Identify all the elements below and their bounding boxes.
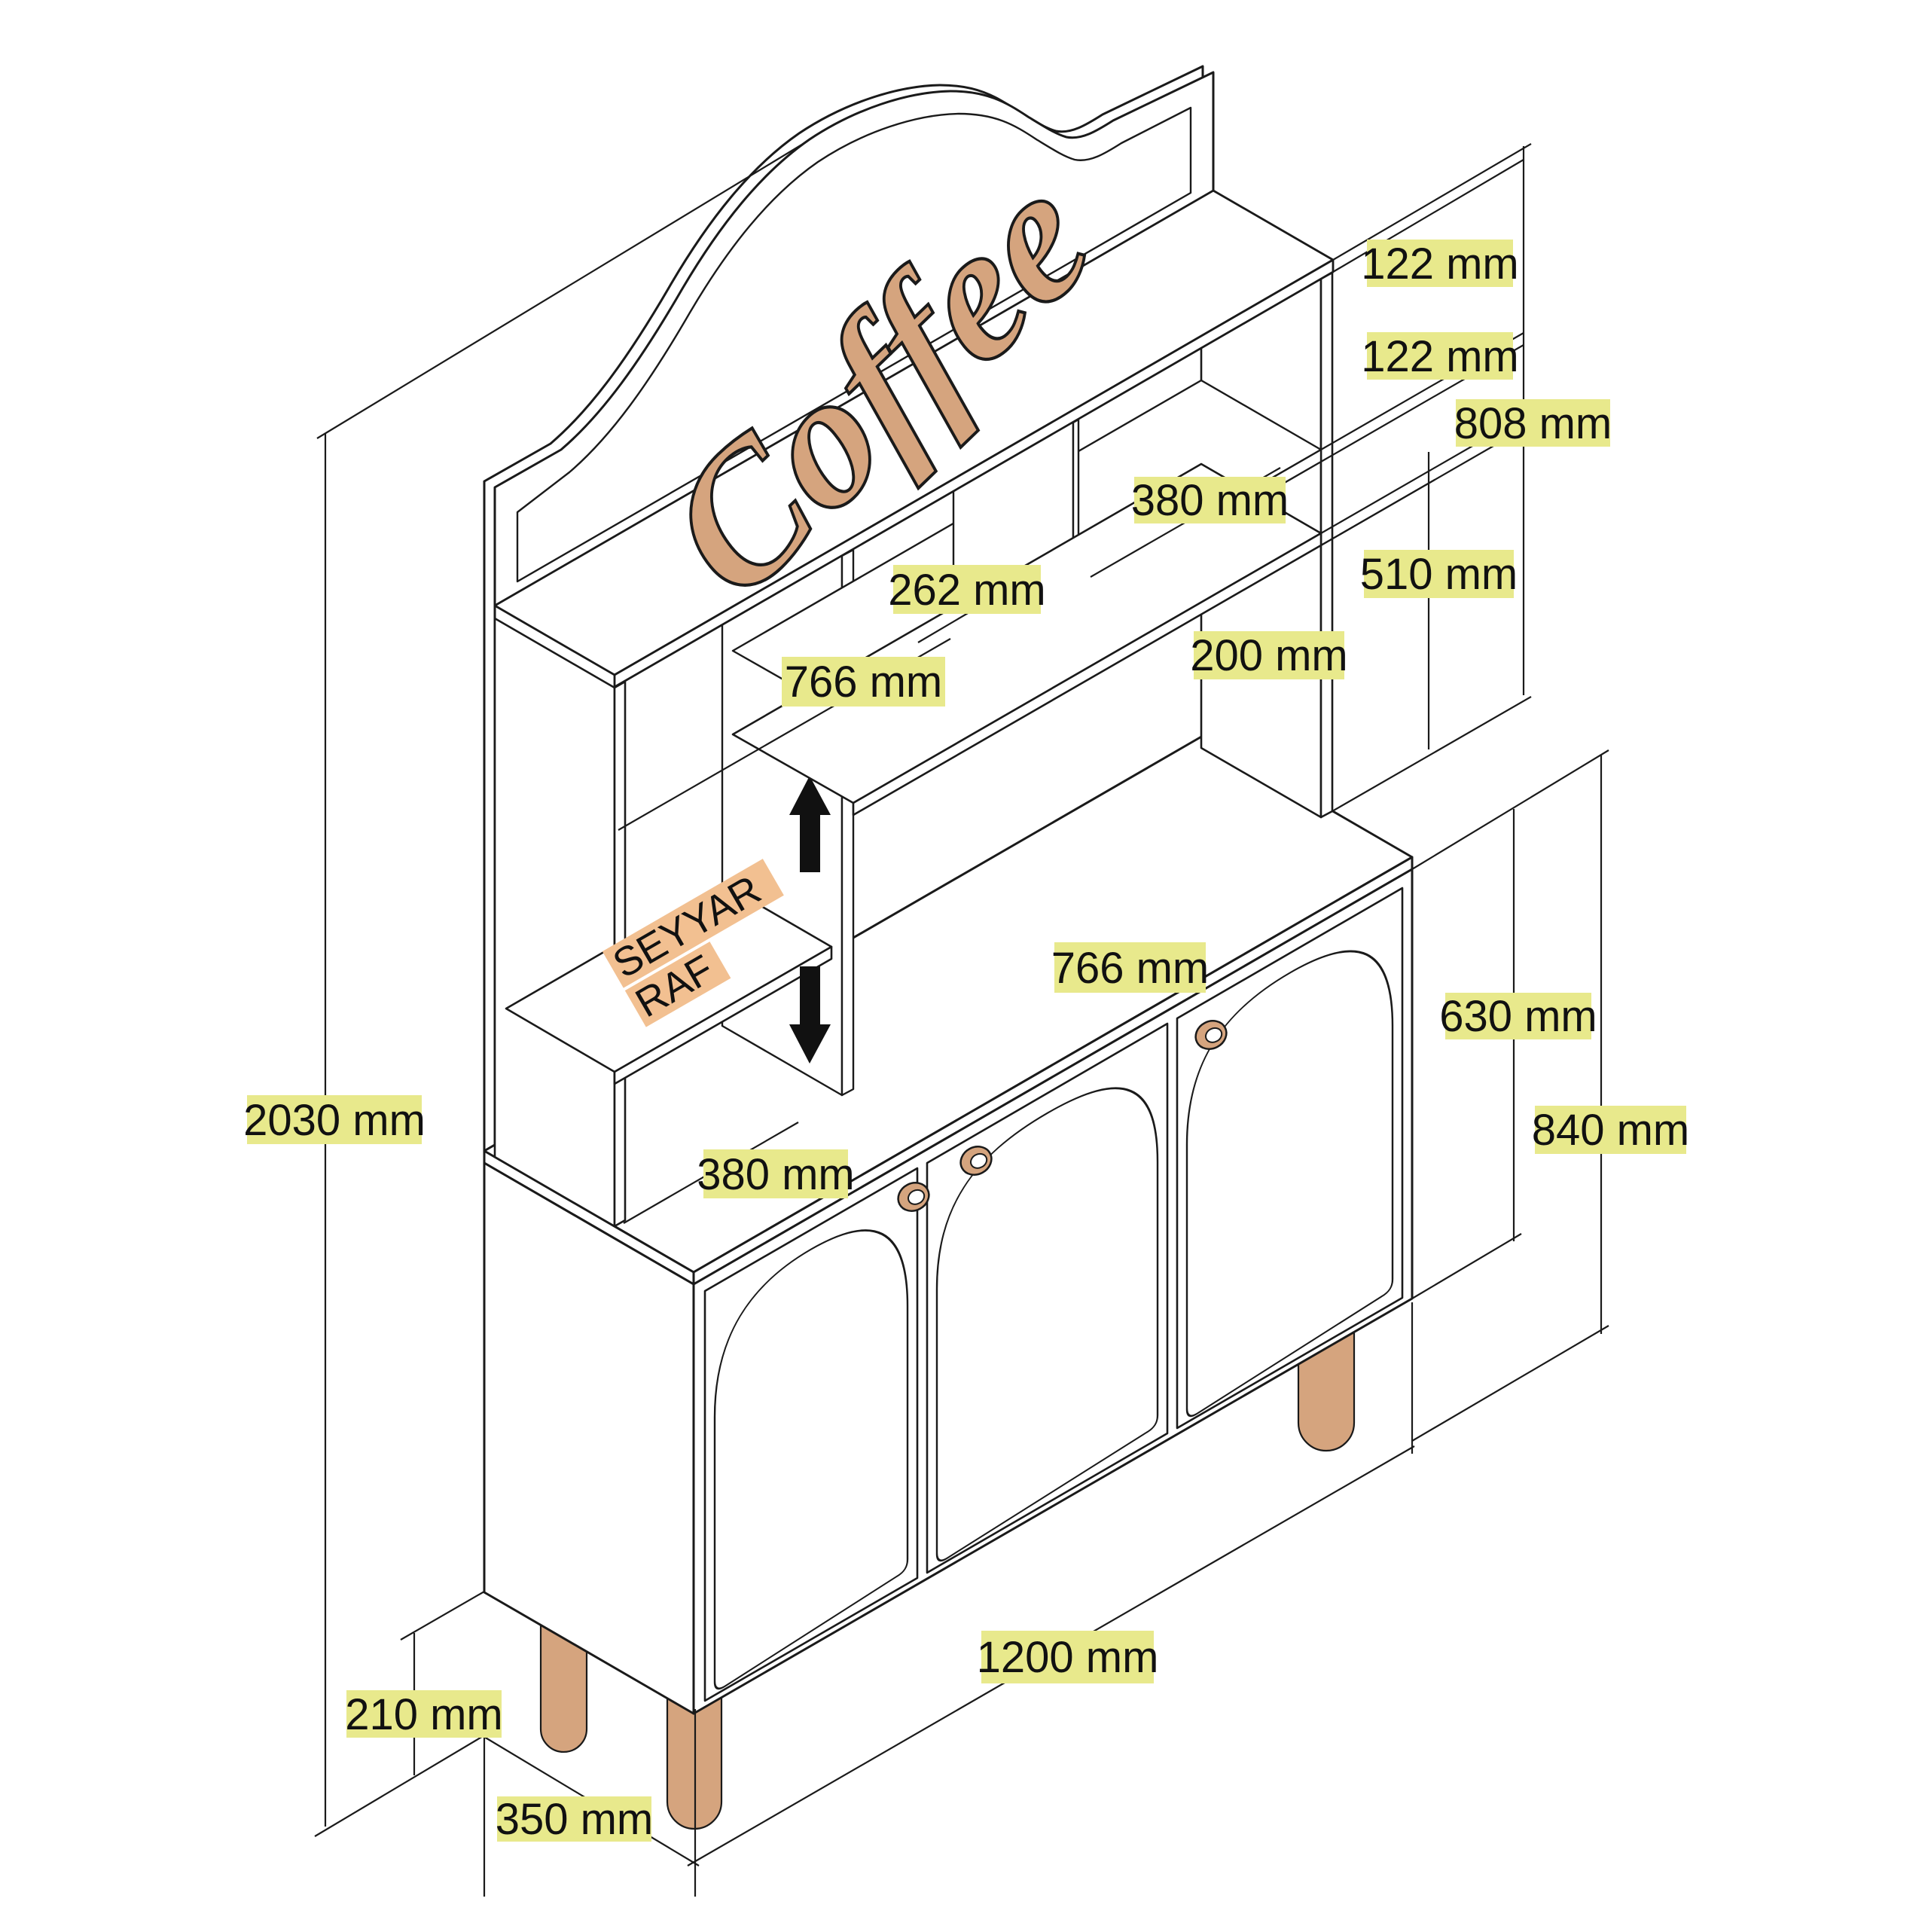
svg-text:122 mm: 122 mm [1361, 332, 1519, 381]
svg-text:766 mm: 766 mm [1051, 944, 1210, 993]
svg-text:510 mm: 510 mm [1360, 550, 1518, 599]
svg-text:122 mm: 122 mm [1361, 240, 1519, 288]
svg-text:840 mm: 840 mm [1532, 1106, 1690, 1155]
svg-text:630 mm: 630 mm [1439, 992, 1597, 1041]
svg-text:262 mm: 262 mm [888, 566, 1046, 615]
svg-text:766 mm: 766 mm [785, 658, 943, 707]
svg-text:380 mm: 380 mm [1131, 476, 1289, 525]
svg-text:350 mm: 350 mm [496, 1795, 654, 1844]
svg-text:210 mm: 210 mm [345, 1690, 503, 1739]
svg-text:808 mm: 808 mm [1454, 399, 1612, 448]
svg-text:1200 mm: 1200 mm [977, 1633, 1159, 1682]
svg-text:200 mm: 200 mm [1190, 631, 1348, 680]
svg-text:380 mm: 380 mm [697, 1150, 855, 1199]
svg-text:2030 mm: 2030 mm [243, 1096, 426, 1145]
